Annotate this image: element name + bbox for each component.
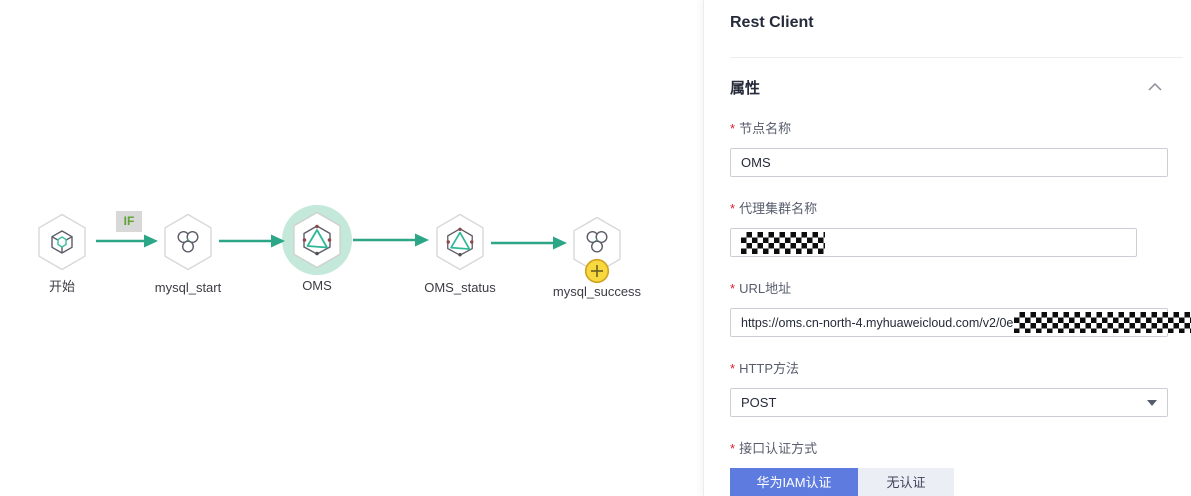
field-label-url: *URL地址: [730, 281, 792, 296]
edge-condition-badge[interactable]: IF: [116, 211, 142, 232]
proxy-cluster-input[interactable]: [730, 228, 1137, 257]
field-label-http-method: *HTTP方法: [730, 361, 800, 376]
required-marker: *: [730, 121, 736, 136]
node-label-start: 开始: [48, 279, 75, 294]
required-marker: *: [730, 201, 736, 216]
node-label-mysql_start: mysql_start: [154, 280, 222, 295]
rest-client-icon: [300, 223, 334, 257]
node-OMS[interactable]: [291, 211, 343, 269]
required-marker: *: [730, 361, 736, 376]
divider: [730, 57, 1183, 58]
field-label-auth-method: *接口认证方式: [730, 441, 818, 456]
edge-OMS_status-mysql_success: [491, 236, 567, 250]
hexagon-shape: [293, 211, 341, 269]
section-title-properties: 属性: [730, 80, 761, 97]
properties-panel: Rest Client 属性 *节点名称 *代理集群名称: [703, 0, 1191, 496]
auth-method-toggle: 华为IAM认证 无认证: [730, 468, 954, 496]
auth-option-none-button[interactable]: 无认证: [858, 468, 954, 496]
chevron-down-icon: [1147, 399, 1157, 406]
chevron-up-icon[interactable]: [1147, 82, 1163, 92]
required-marker: *: [730, 441, 736, 456]
panel-title: Rest Client: [730, 14, 814, 31]
node-label-OMS: OMS: [302, 278, 332, 293]
redacted-value: [1014, 312, 1191, 333]
add-node-badge[interactable]: [584, 258, 610, 284]
edge-OMS-OMS_status: [353, 233, 429, 247]
node-label-OMS_status: OMS_status: [424, 280, 496, 295]
node-label-mysql_success: mysql_success: [552, 284, 642, 299]
node-name-input[interactable]: [730, 148, 1168, 177]
node-start[interactable]: [36, 213, 88, 271]
field-label-proxy-cluster: *代理集群名称: [730, 201, 818, 216]
url-visible-text: https://oms.cn-north-4.myhuaweicloud.com…: [741, 315, 1014, 330]
auth-option-iam-button[interactable]: 华为IAM认证: [730, 468, 858, 496]
http-method-value: POST: [741, 395, 777, 410]
hexagon-shape: [436, 213, 484, 271]
node-mysql_start[interactable]: [162, 213, 214, 271]
url-input[interactable]: https://oms.cn-north-4.myhuaweicloud.com…: [730, 308, 1191, 337]
mysql-connector-icon: [173, 227, 203, 257]
node-mysql_success[interactable]: [571, 216, 623, 274]
rest-client-icon: [444, 226, 476, 258]
start-cube-icon: [47, 227, 77, 257]
node-OMS_status[interactable]: [434, 213, 486, 271]
mysql-connector-icon: [582, 227, 612, 257]
workflow-canvas[interactable]: 开始 IF mysql_start: [0, 0, 703, 496]
edge-mysql_start-OMS: [219, 234, 285, 248]
redacted-value: [741, 231, 825, 254]
edge-start-mysql_start: [96, 234, 158, 248]
required-marker: *: [730, 281, 736, 296]
http-method-select[interactable]: POST: [730, 388, 1168, 417]
field-label-node-name: *节点名称: [730, 121, 792, 136]
